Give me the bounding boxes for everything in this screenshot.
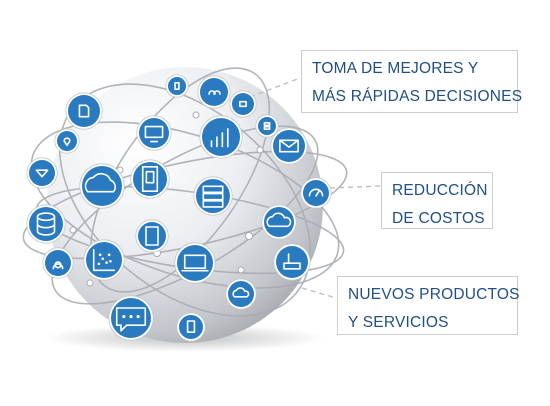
- cloud-icon: [261, 204, 297, 240]
- phone-icon: [165, 74, 189, 98]
- location-pin-icon: [54, 128, 80, 154]
- callout-productos: NUEVOS PRODUCTOS Y SERVICIOS: [337, 276, 520, 335]
- network-nodes: [26, 74, 332, 342]
- tablet-icon: [135, 219, 169, 253]
- monitor-icon: [136, 115, 172, 151]
- smartphone-icon: [130, 159, 170, 199]
- scatter-chart-icon: [83, 239, 125, 281]
- bar-chart-icon: [199, 115, 243, 159]
- callout-2-line-2: DE COSTOS: [392, 210, 485, 227]
- laptop-icon: [174, 242, 216, 284]
- user-icon: [42, 247, 74, 279]
- speedometer-icon: [300, 177, 332, 209]
- profile-card-icon: [229, 90, 257, 118]
- mobile-touch-icon: [176, 312, 206, 342]
- document-icon: [65, 92, 103, 130]
- cloud-small-icon: [225, 278, 257, 310]
- callout-3-line-2: Y SERVICIOS: [348, 314, 449, 331]
- callout-1-line-1: TOMA DE MEJORES Y: [312, 60, 479, 77]
- callout-costos: REDUCCIÓN DE COSTOS: [381, 172, 493, 229]
- callout-2-line-1: REDUCCIÓN: [392, 182, 488, 199]
- router-icon: [273, 243, 311, 281]
- database-icon: [26, 204, 66, 244]
- server-icon: [255, 114, 279, 138]
- cloud-head-icon: [79, 163, 125, 209]
- users-icon: [197, 75, 231, 109]
- callout-3-line-1: NUEVOS PRODUCTOS: [348, 286, 520, 303]
- server-rack-icon: [193, 176, 233, 216]
- network-icon: [26, 157, 58, 189]
- chat-icon: [108, 295, 154, 341]
- callout-1-line-2: MÁS RÁPIDAS DECISIONES: [312, 88, 523, 105]
- leader-lines: [249, 77, 381, 299]
- callout-decisiones: TOMA DE MEJORES Y MÁS RÁPIDAS DECISIONES: [301, 50, 523, 113]
- mail-icon: [270, 127, 308, 165]
